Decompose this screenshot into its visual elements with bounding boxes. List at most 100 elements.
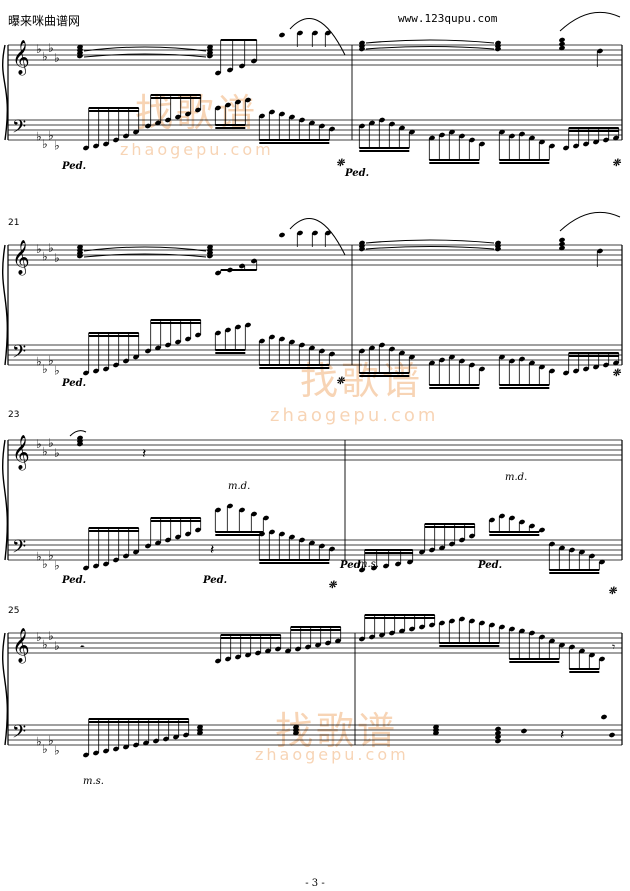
note-head: [439, 545, 445, 551]
marking-md: m.d.: [505, 472, 528, 483]
slur: [83, 53, 207, 58]
note-head: [289, 339, 295, 345]
note-head: [529, 135, 535, 141]
note-head: [589, 652, 595, 658]
treble-clef: 𝄞: [12, 40, 30, 76]
note-head: [325, 640, 331, 646]
key-signature-flat: ♭: [36, 42, 42, 56]
note-head: [389, 346, 395, 352]
note-head: [259, 338, 265, 344]
note-head: [319, 123, 325, 129]
note-head: [389, 630, 395, 636]
note-head: [559, 245, 565, 251]
note-head: [489, 517, 495, 523]
note-head: [389, 121, 395, 127]
note-head: [239, 63, 245, 69]
note-head: [197, 730, 203, 736]
note-head: [449, 354, 455, 360]
key-signature-flat: ♭: [42, 742, 48, 756]
note-head: [235, 654, 241, 660]
note-head: [245, 322, 251, 328]
note-head: [285, 648, 291, 654]
note-head: [469, 137, 475, 143]
watermark-url-1: zhaogepu.com: [120, 140, 274, 159]
system-brace: [2, 632, 8, 746]
note-head: [499, 624, 505, 630]
note-head: [439, 357, 445, 363]
note-head: [259, 113, 265, 119]
note-head: [319, 348, 325, 354]
note-head: [195, 107, 201, 113]
bass-clef: 𝄢: [12, 117, 26, 142]
note-head: [599, 656, 605, 662]
note-head: [165, 117, 171, 123]
measure-number: 25: [8, 606, 20, 616]
note-head: [325, 230, 331, 236]
key-signature-flat: ♭: [36, 735, 42, 749]
slur: [365, 239, 495, 244]
note-head: [419, 549, 425, 555]
note-head: [299, 342, 305, 348]
key-signature-flat: ♭: [54, 363, 60, 377]
note-head: [309, 120, 315, 126]
note-head: [563, 145, 569, 151]
treble-clef: 𝄞: [12, 435, 30, 471]
note-head: [83, 145, 89, 151]
note-head: [489, 622, 495, 628]
note-head: [359, 636, 365, 642]
note-head: [579, 549, 585, 555]
note-head: [289, 534, 295, 540]
note-head: [613, 360, 619, 366]
note-head: [371, 565, 377, 571]
note-head: [569, 547, 575, 553]
key-signature-flat: ♭: [54, 251, 60, 265]
note-head: [77, 441, 83, 447]
note-head: [83, 370, 89, 376]
note-head: [312, 30, 318, 36]
note-head: [305, 644, 311, 650]
note-head: [495, 730, 501, 736]
watermark-url-2: zhaogepu.com: [270, 405, 439, 426]
note-head: [495, 734, 501, 740]
note-head: [215, 270, 221, 276]
note-head: [77, 253, 83, 259]
note-head: [573, 143, 579, 149]
note-head: [499, 129, 505, 135]
note-head: [175, 534, 181, 540]
note-head: [185, 336, 191, 342]
note-head: [269, 109, 275, 115]
note-head: [153, 738, 159, 744]
pedal-mark: Ped.: [478, 560, 503, 571]
quarter-rest: 𝄽: [210, 542, 214, 558]
note-head: [279, 232, 285, 238]
note-head: [593, 139, 599, 145]
note-head: [469, 533, 475, 539]
note-head: [369, 634, 375, 640]
bass-clef: 𝄢: [12, 342, 26, 367]
note-head: [103, 748, 109, 754]
key-signature-flat: ♭: [42, 137, 48, 151]
note-head: [83, 565, 89, 571]
note-head: [429, 135, 435, 141]
note-head: [133, 354, 139, 360]
note-head: [603, 362, 609, 368]
note-head: [279, 32, 285, 38]
note-head: [275, 646, 281, 652]
system-brace: [2, 44, 8, 141]
note-head: [459, 537, 465, 543]
note-head: [395, 561, 401, 567]
note-head: [195, 527, 201, 533]
note-head: [225, 656, 231, 662]
note-head: [133, 549, 139, 555]
note-head: [163, 736, 169, 742]
note-head: [315, 642, 321, 648]
note-head: [251, 511, 257, 517]
note-head: [499, 354, 505, 360]
key-signature-flat: ♭: [36, 242, 42, 256]
note-head: [593, 364, 599, 370]
note-head: [175, 339, 181, 345]
note-head: [195, 332, 201, 338]
bass-clef: 𝄢: [12, 537, 26, 562]
note-head: [613, 135, 619, 141]
note-head: [459, 358, 465, 364]
